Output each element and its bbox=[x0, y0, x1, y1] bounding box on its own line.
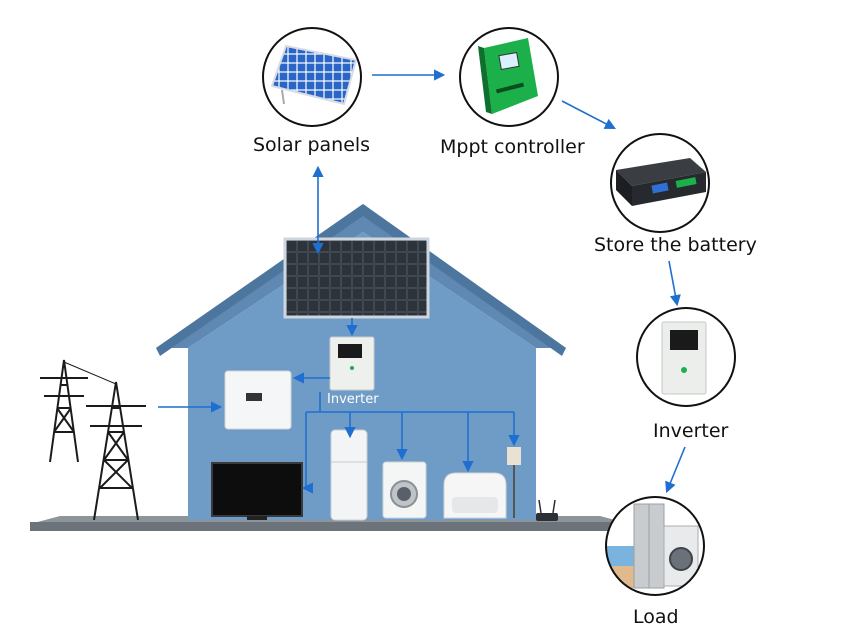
solar-panel-icon bbox=[270, 44, 358, 106]
label-house-inverter: Inverter bbox=[327, 392, 379, 407]
washing-machine-icon bbox=[382, 461, 427, 519]
load-appliances-icon bbox=[606, 503, 699, 589]
fridge-icon bbox=[330, 429, 368, 521]
load-node bbox=[605, 496, 705, 596]
inverter-node bbox=[636, 307, 736, 407]
house bbox=[30, 204, 630, 531]
power-tower-icon bbox=[40, 359, 146, 521]
solar-panel-node bbox=[262, 27, 362, 127]
mppt-controller-node bbox=[459, 27, 559, 127]
house-wiring bbox=[158, 318, 520, 494]
arrow-inverter-to-load bbox=[665, 446, 686, 494]
label-solar-panels: Solar panels bbox=[253, 134, 371, 156]
roof bbox=[156, 204, 566, 348]
label-store-battery: Store the battery bbox=[594, 234, 757, 256]
label-mppt-controller: Mppt controller bbox=[440, 136, 585, 158]
inverter-icon bbox=[661, 321, 707, 395]
label-load: Load bbox=[633, 606, 679, 628]
router-icon bbox=[536, 499, 558, 521]
label-inverter: Inverter bbox=[653, 420, 729, 442]
lamp-icon bbox=[507, 447, 521, 518]
armchair-icon bbox=[443, 472, 507, 519]
arrow-controller-to-battery bbox=[561, 100, 616, 130]
arrow-battery-to-inverter bbox=[668, 260, 681, 307]
battery-icon bbox=[616, 158, 706, 206]
house-inverter-icon bbox=[329, 336, 375, 391]
tv-icon bbox=[211, 462, 303, 520]
battery-node bbox=[610, 133, 710, 233]
roof-solar-panel bbox=[283, 237, 430, 319]
flow-arrows bbox=[312, 69, 686, 494]
grid-inverter-icon bbox=[224, 370, 292, 430]
mppt-controller-icon bbox=[478, 38, 538, 114]
ground-slab bbox=[30, 522, 630, 531]
